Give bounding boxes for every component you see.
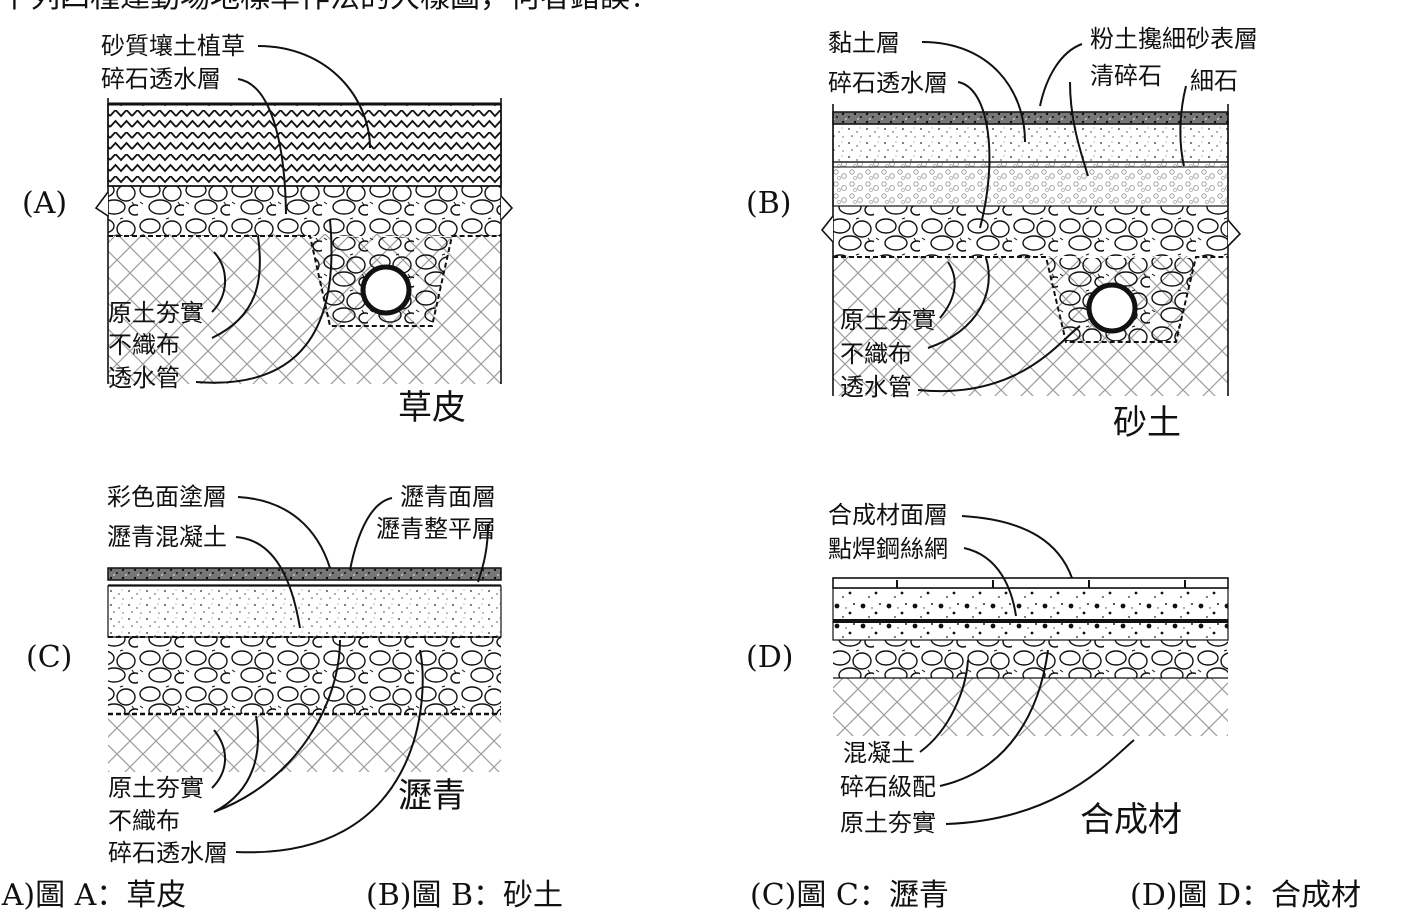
panel-a-label-geotextile: 不織布 xyxy=(108,331,180,359)
panel-a-label-compacted-soil: 原土夯實 xyxy=(108,299,204,327)
panel-a-gravel-layer xyxy=(108,186,501,236)
panel-b-label-clean-gravel: 清碎石 xyxy=(1090,62,1162,90)
panel-b-geotextile xyxy=(833,256,1228,343)
panel-d-native-soil xyxy=(833,678,1228,736)
panel-d-letter: (D) xyxy=(746,640,794,675)
panel-d-label-synthetic-surface: 合成材面層 xyxy=(828,501,948,529)
panel-b-clean-gravel xyxy=(832,161,1229,207)
panel-b-letter: (B) xyxy=(746,186,792,221)
panel-b-label-clay: 黏土層 xyxy=(828,29,900,57)
panel-a-letter: (A) xyxy=(22,186,68,221)
panel-b-label-fine-stone: 細石 xyxy=(1190,67,1238,95)
panel-a-title: 草皮 xyxy=(398,388,466,428)
panel-a-geotextile xyxy=(108,235,501,327)
option-a[interactable]: (A)圖 A：草皮 xyxy=(0,878,187,913)
panel-b-gravel-layer xyxy=(833,206,1228,256)
panel-a-label-gravel: 碎石透水層 xyxy=(101,65,221,93)
panel-a-label-grass-soil: 砂質壤土植草 xyxy=(101,32,245,60)
panel-b-title: 砂土 xyxy=(1113,403,1181,443)
panel-d-graded-gravel xyxy=(833,640,1228,678)
panel-d-label-graded-gravel: 碎石級配 xyxy=(840,773,936,801)
panel-b-label-geotextile: 不織布 xyxy=(840,340,912,368)
panel-c-asphalt-concrete xyxy=(107,585,502,638)
panel-a-grass-soil-layer xyxy=(107,103,502,187)
panel-c-label-color-coating: 彩色面塗層 xyxy=(107,483,227,511)
panel-d-label-wire-mesh: 點焊鋼絲網 xyxy=(828,535,948,563)
option-b[interactable]: (B)圖 B：砂土 xyxy=(366,878,564,913)
panel-a-section xyxy=(94,45,514,384)
panel-d-concrete xyxy=(832,587,1229,641)
panel-b-label-silt-sand: 粉土攙細砂表層 xyxy=(1090,25,1258,53)
panel-c-letter: (C) xyxy=(26,640,73,675)
panel-b-label-gravel: 碎石透水層 xyxy=(828,69,948,97)
panel-c-label-asphalt-concrete: 瀝青混凝土 xyxy=(107,523,227,551)
panel-a-label-drain-pipe: 透水管 xyxy=(108,364,180,392)
panel-b-section xyxy=(820,41,1242,396)
panel-a-drain-pipe xyxy=(360,264,412,316)
panel-c-label-asphalt-leveling: 瀝青整平層 xyxy=(376,515,496,543)
panel-b-silt-sand-surface xyxy=(832,111,1229,125)
panel-c-label-gravel: 碎石透水層 xyxy=(108,839,228,867)
panel-c-title: 瀝青 xyxy=(398,776,466,816)
question-header: 下列四種運動場地標準作法的大樣圖，何者錯誤？ xyxy=(0,0,660,14)
panel-c-label-geotextile: 不織布 xyxy=(108,807,180,835)
panel-c-gravel-layer xyxy=(108,637,501,714)
panel-b-drain-pipe xyxy=(1086,282,1138,334)
panel-c-label-asphalt-surface: 瀝青面層 xyxy=(400,483,496,511)
panel-d-title: 合成材 xyxy=(1080,800,1182,840)
panel-c-label-compacted-soil: 原土夯實 xyxy=(108,774,204,802)
panel-d-label-concrete: 混凝土 xyxy=(843,739,915,767)
panel-b-label-drain-pipe: 透水管 xyxy=(840,373,912,401)
panel-b-label-compacted-soil: 原土夯實 xyxy=(840,306,936,334)
panel-d-section xyxy=(832,515,1229,825)
panel-b-clay-layer xyxy=(832,123,1229,163)
panel-c-section xyxy=(107,496,502,854)
option-c[interactable]: (C)圖 C：瀝青 xyxy=(750,878,949,913)
panel-d-synthetic-surface xyxy=(832,577,1229,589)
panel-d-label-compacted-soil: 原土夯實 xyxy=(840,809,936,837)
option-d[interactable]: (D)圖 D：合成材 xyxy=(1130,878,1362,913)
panel-c-asphalt-surface xyxy=(107,567,502,581)
